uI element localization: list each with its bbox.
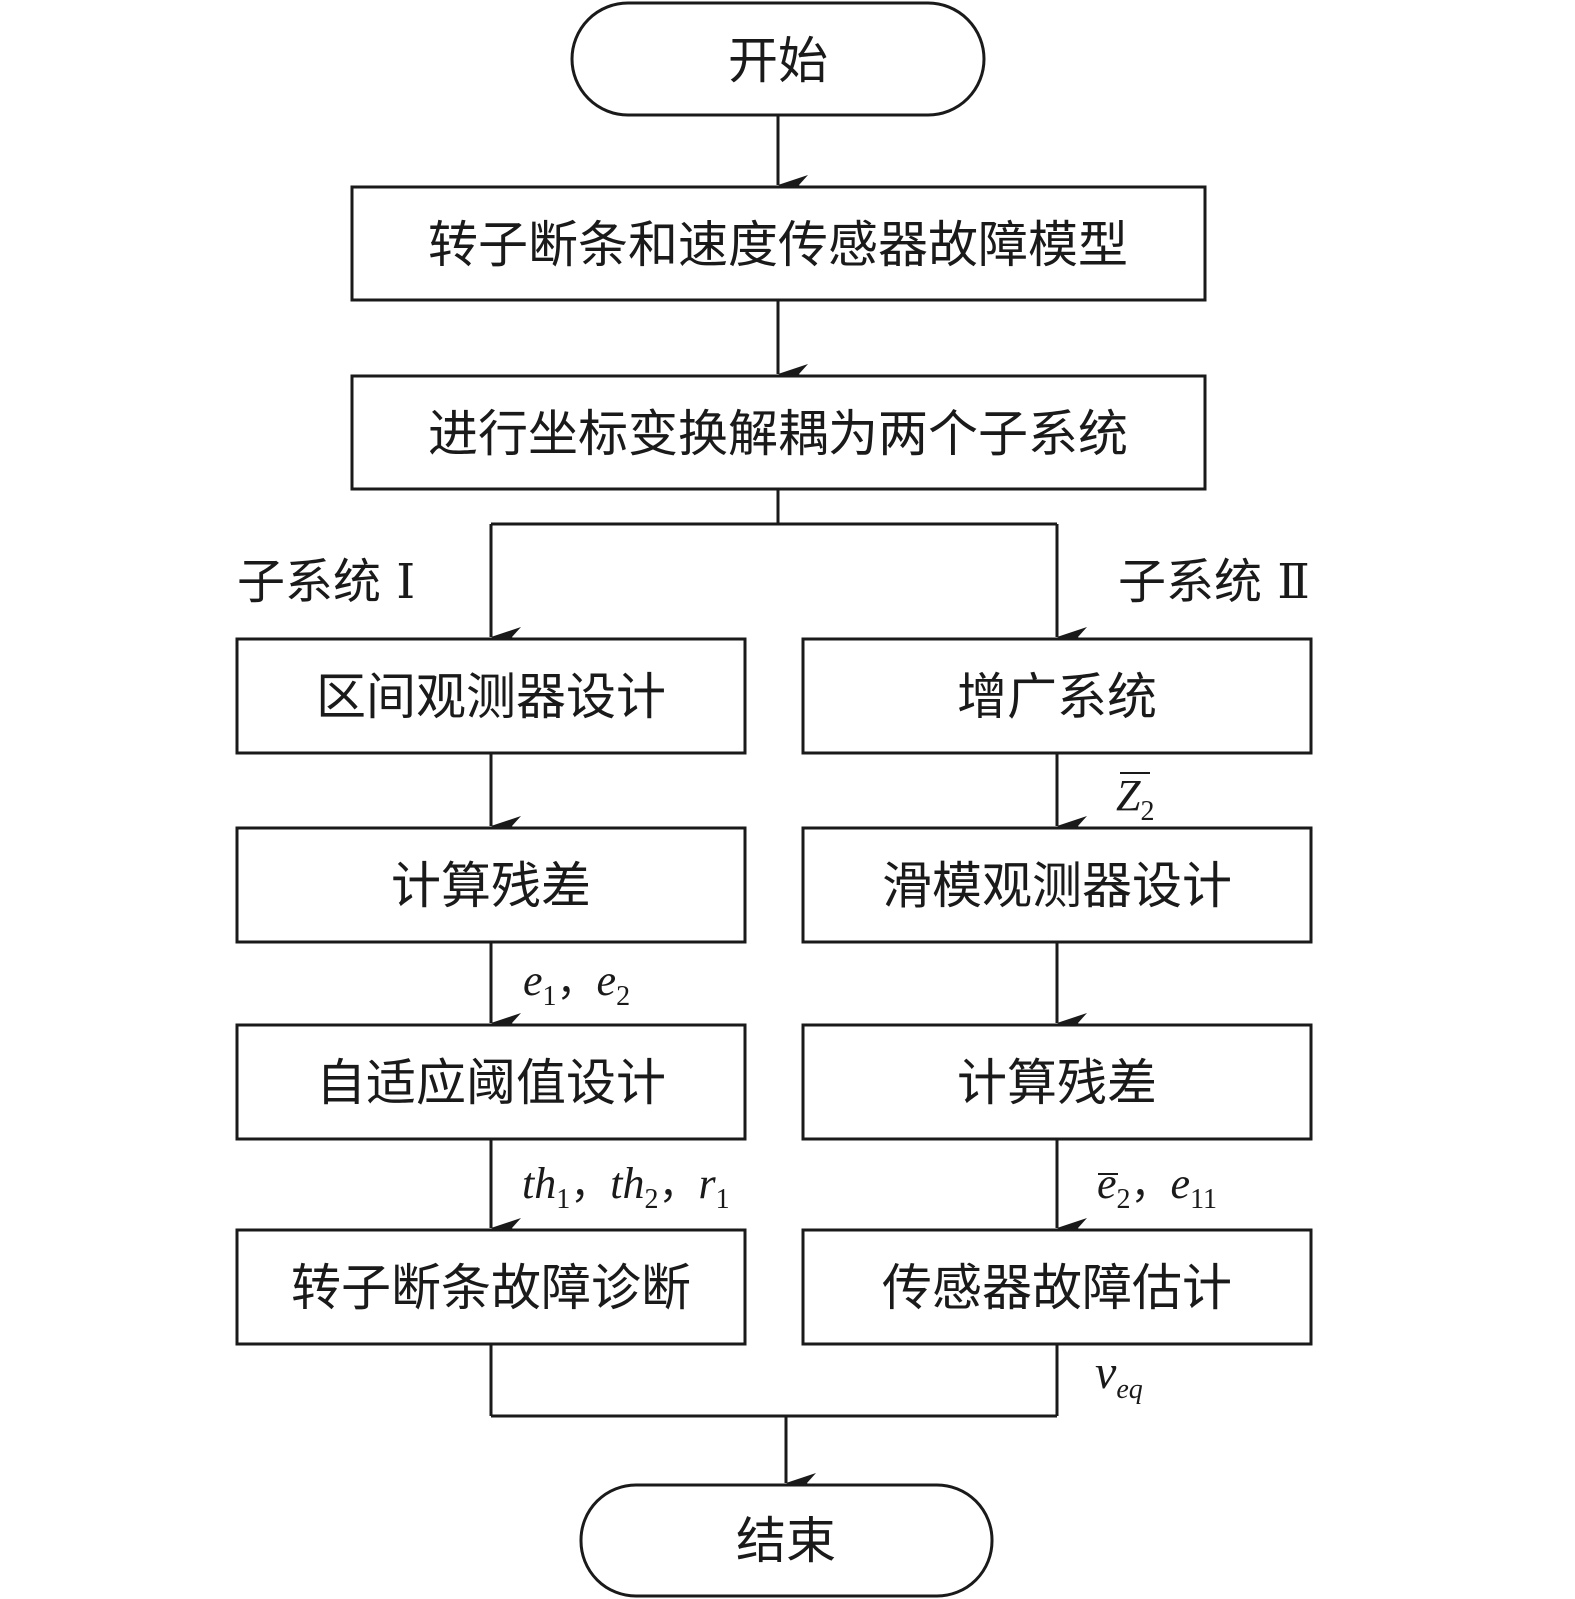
- edge-label-nu-eq: νeq: [1095, 1346, 1143, 1405]
- calc-residual-1-label: 计算残差: [391, 857, 591, 915]
- model-box: [350, 185, 1207, 302]
- start-label: 开始: [728, 32, 828, 90]
- calc-residual-2-box: [801, 1023, 1313, 1141]
- edge-label-z2bar: Z2: [1116, 771, 1154, 827]
- model-label: 转子断条和速度传感器故障模型: [428, 216, 1128, 274]
- edge-label-e2bar-e11: e2，e11: [1097, 1159, 1217, 1215]
- calc-residual-2-label: 计算残差: [957, 1054, 1157, 1112]
- subsystem-1-label: 子系统 Ⅰ: [237, 554, 415, 610]
- edge-label-th-r: th1，th2，r1: [522, 1159, 730, 1215]
- augmented-system-label: 增广系统: [957, 668, 1157, 726]
- end-label: 结束: [736, 1512, 836, 1570]
- end-terminal: [579, 1483, 994, 1598]
- augmented-system-box: [801, 637, 1313, 755]
- rotor-diagnosis-label: 转子断条故障诊断: [291, 1259, 691, 1317]
- interval-observer-label: 区间观测器设计: [316, 668, 666, 726]
- edge-label-e1-e2: e1，e2: [523, 956, 630, 1012]
- sliding-observer-label: 滑模观测器设计: [882, 857, 1232, 915]
- sensor-estimate-label: 传感器故障估计: [882, 1259, 1232, 1317]
- adaptive-threshold-label: 自适应阈值设计: [316, 1054, 666, 1112]
- adaptive-threshold-box: [235, 1023, 747, 1141]
- transform-label: 进行坐标变换解耦为两个子系统: [428, 405, 1128, 463]
- subsystem-2-label: 子系统 Ⅱ: [1118, 554, 1310, 610]
- calc-residual-1-box: [235, 826, 747, 944]
- sliding-observer-box: [801, 826, 1313, 944]
